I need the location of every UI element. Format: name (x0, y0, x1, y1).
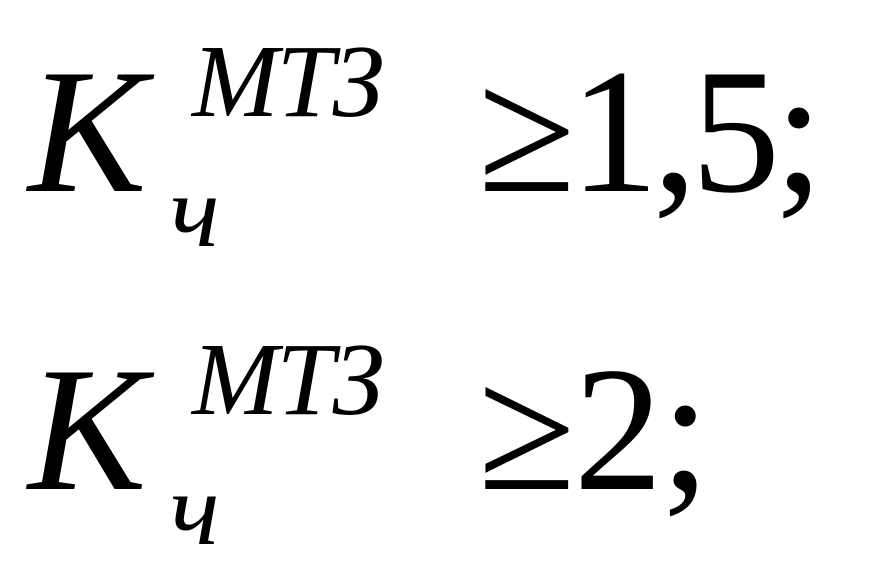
superscript-label: МТЗ (192, 322, 384, 437)
formula-row-1: K МТЗ ч ≥1,5; (0, 0, 874, 286)
subscript-label: ч (170, 154, 220, 269)
subscript-label: ч (170, 452, 220, 567)
inequality-value: ≥2; (478, 330, 710, 528)
coefficient-symbol: K (28, 32, 147, 230)
superscript-label: МТЗ (192, 24, 384, 139)
coefficient-symbol: K (28, 330, 147, 528)
inequality-value: ≥1,5; (478, 32, 824, 230)
formula-row-2: K МТЗ ч ≥2; (0, 298, 874, 584)
